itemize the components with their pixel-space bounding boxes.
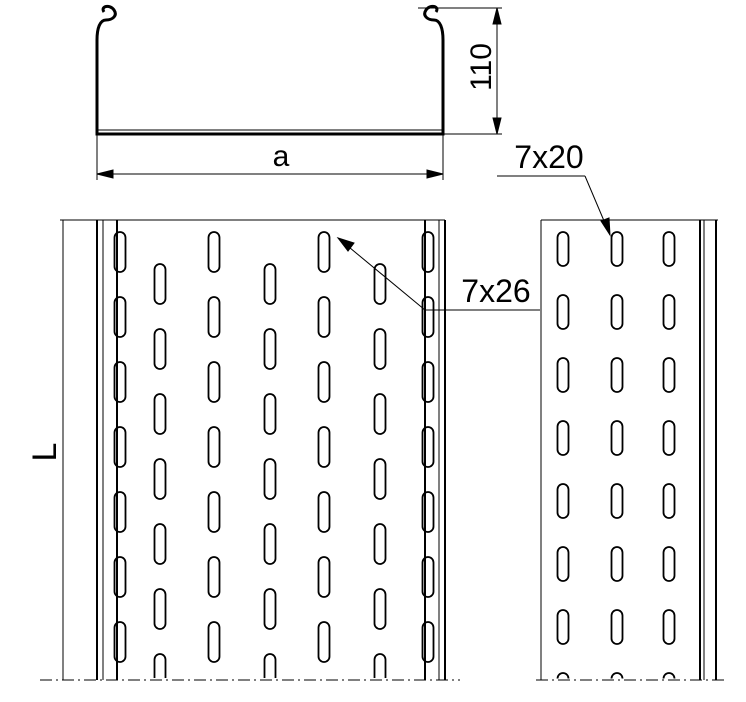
side-slot xyxy=(610,546,624,582)
bottom-slot xyxy=(373,523,387,565)
bottom-slot-leader-line xyxy=(337,237,426,311)
bottom-slot xyxy=(113,426,127,468)
side-slot xyxy=(662,420,676,456)
bottom-slot xyxy=(373,393,387,435)
bottom-slot xyxy=(317,426,331,468)
side-slot xyxy=(556,357,570,393)
bottom-slot xyxy=(421,491,435,533)
side-slot xyxy=(662,609,676,645)
bottom-slot xyxy=(113,296,127,338)
side-view-slot-pattern xyxy=(556,231,676,679)
side-slot xyxy=(610,609,624,645)
side-slot xyxy=(556,483,570,519)
bottom-slot xyxy=(421,231,435,273)
bottom-slot xyxy=(317,621,331,663)
bottom-slot xyxy=(207,361,221,403)
bottom-slot xyxy=(317,296,331,338)
width-arrow-right xyxy=(426,169,444,179)
side-slot xyxy=(610,672,624,679)
side-slot xyxy=(556,672,570,679)
bottom-slot xyxy=(317,491,331,533)
bottom-slot xyxy=(317,231,331,273)
side-slot xyxy=(556,609,570,645)
side-slot xyxy=(610,357,624,393)
bottom-slot-leader-arrow xyxy=(336,237,355,252)
bottom-slot xyxy=(207,231,221,273)
bottom-slot xyxy=(373,458,387,500)
side-slot xyxy=(556,546,570,582)
bottom-slot xyxy=(373,328,387,370)
bottom-slot xyxy=(153,393,167,435)
side-slot xyxy=(610,420,624,456)
side-slot xyxy=(662,231,676,267)
height-arrow-top xyxy=(492,7,502,25)
bottom-slot xyxy=(421,426,435,468)
side-slot xyxy=(556,294,570,330)
bottom-slot xyxy=(113,491,127,533)
bottom-slot xyxy=(207,426,221,468)
bottom-slot xyxy=(263,653,277,678)
tray-side-view xyxy=(536,219,728,681)
side-slot xyxy=(556,231,570,267)
bottom-slot xyxy=(113,231,127,273)
bottom-slot xyxy=(207,296,221,338)
bottom-slot xyxy=(421,296,435,338)
side-slot xyxy=(610,231,624,267)
bottom-slot xyxy=(153,458,167,500)
bottom-slot xyxy=(207,491,221,533)
bottom-slot xyxy=(207,621,221,663)
cross-section-profile xyxy=(95,4,445,136)
width-arrow-left xyxy=(96,169,114,179)
bottom-slot xyxy=(317,556,331,598)
bottom-slot xyxy=(263,588,277,630)
bottom-slot xyxy=(113,361,127,403)
height-dimension xyxy=(418,7,502,135)
side-slot xyxy=(610,483,624,519)
tray-cross-section xyxy=(95,4,445,136)
bottom-slot xyxy=(263,393,277,435)
bottom-slot xyxy=(373,263,387,305)
bottom-slot xyxy=(263,523,277,565)
height-arrow-bottom xyxy=(492,117,502,135)
side-slot xyxy=(662,357,676,393)
bottom-slot xyxy=(263,328,277,370)
bottom-slot xyxy=(263,263,277,305)
side-slot-label: 7x20 xyxy=(514,139,583,175)
bottom-slot xyxy=(153,263,167,305)
length-label: L xyxy=(26,443,64,462)
bottom-slot-label: 7x26 xyxy=(461,273,530,309)
bottom-slot xyxy=(421,361,435,403)
bottom-slot xyxy=(153,653,167,678)
bottom-slot xyxy=(153,588,167,630)
side-slot xyxy=(662,546,676,582)
side-slot-leader-arrow xyxy=(600,217,611,237)
side-slot xyxy=(662,483,676,519)
bottom-view-slot-pattern xyxy=(113,231,435,678)
side-slot xyxy=(610,294,624,330)
bottom-slot xyxy=(153,523,167,565)
bottom-slot xyxy=(113,621,127,663)
side-slot xyxy=(662,672,676,679)
bottom-slot-leader xyxy=(336,237,540,311)
bottom-slot xyxy=(113,556,127,598)
width-dimension xyxy=(96,134,444,180)
bottom-slot xyxy=(263,458,277,500)
bottom-slot xyxy=(317,361,331,403)
bottom-slot xyxy=(421,556,435,598)
bottom-slot xyxy=(373,588,387,630)
height-label: 110 xyxy=(465,43,498,91)
width-label: a xyxy=(273,140,290,173)
tray-bottom-view xyxy=(40,219,460,681)
bottom-slot xyxy=(373,653,387,678)
side-slot-leader xyxy=(497,175,611,237)
bottom-slot xyxy=(207,556,221,598)
side-slot xyxy=(556,420,570,456)
bottom-slot xyxy=(153,328,167,370)
side-slot xyxy=(662,294,676,330)
bottom-slot xyxy=(421,621,435,663)
